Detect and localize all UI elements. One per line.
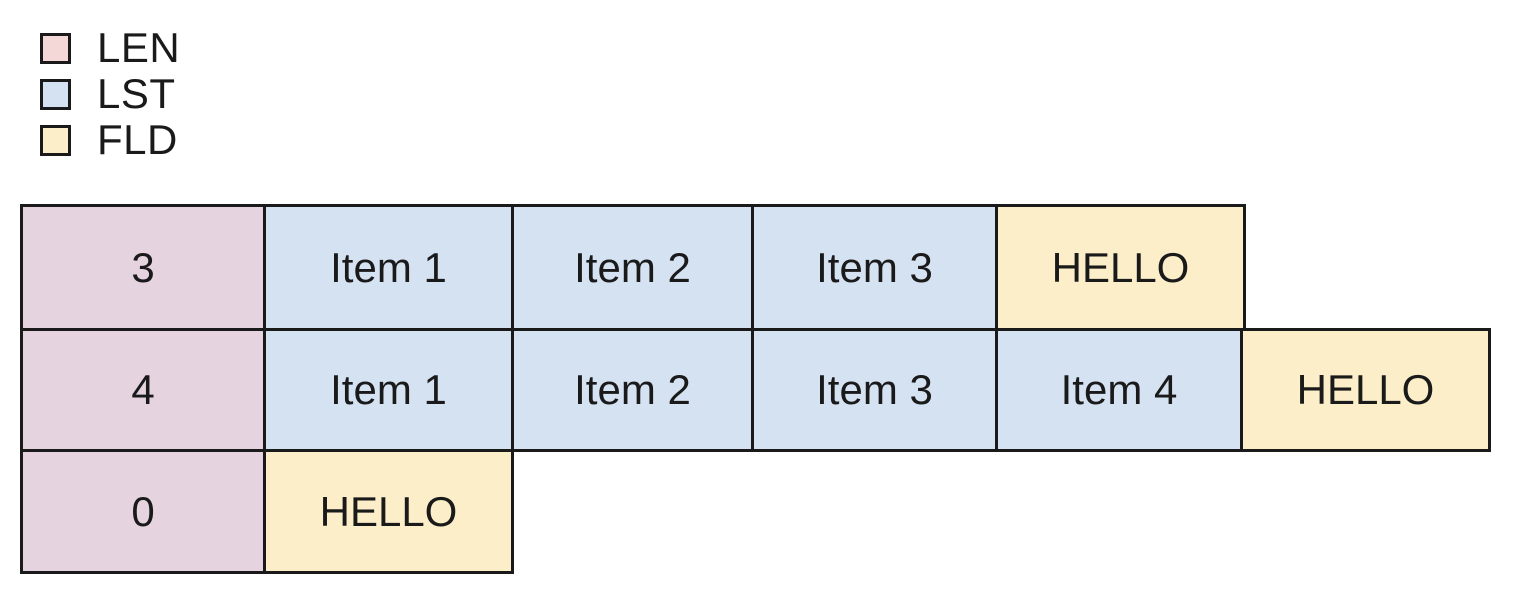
legend-swatch-len [40, 32, 71, 64]
table-cell-len: 4 [20, 328, 266, 452]
table-cell-fld: HELLO [995, 204, 1246, 331]
table-cell-len: 0 [20, 449, 266, 574]
table-cell-lst: Item 3 [751, 328, 998, 452]
table-cell-lst: Item 4 [995, 328, 1243, 452]
table-cell-lst: Item 1 [263, 204, 514, 331]
legend-item-len: LEN [40, 25, 180, 71]
table-cell-fld: HELLO [1240, 328, 1491, 452]
table-cell-lst: Item 2 [511, 328, 754, 452]
table-cell-lst: Item 1 [263, 328, 514, 452]
table-cell-fld: HELLO [263, 449, 514, 574]
legend-label-fld: FLD [97, 116, 178, 163]
legend-swatch-fld [40, 124, 71, 156]
legend-swatch-lst [40, 78, 71, 110]
legend-label-lst: LST [97, 70, 176, 117]
legend-label-len: LEN [97, 24, 181, 71]
table-cell-len: 3 [20, 204, 266, 331]
legend-item-lst: LST [40, 71, 180, 117]
table-cell-lst: Item 2 [511, 204, 754, 331]
legend-item-fld: FLD [40, 117, 180, 163]
table-cell-lst: Item 3 [751, 204, 998, 331]
